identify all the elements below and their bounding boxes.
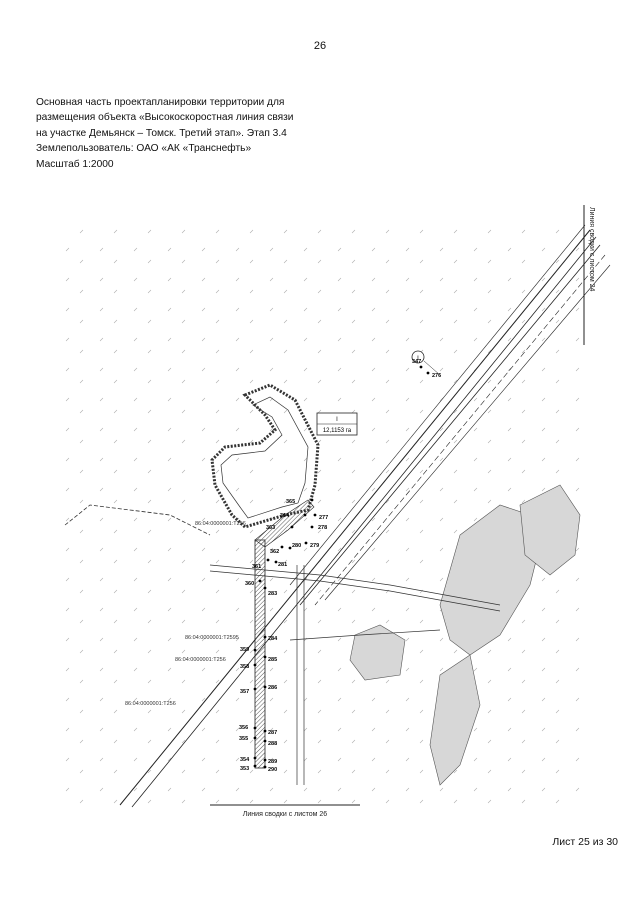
parcel-label: 86:04:0000001:Т256 [125, 701, 176, 707]
header-line: на участке Демьянск – Томск. Третий этап… [36, 127, 287, 139]
zone-area: 12,1153 га [323, 428, 352, 434]
point-label: 283 [268, 591, 277, 597]
parcel-label: 86:04:0000001:Т256 [175, 657, 226, 663]
cable-route [254, 539, 266, 769]
point-label: 288 [268, 741, 277, 747]
site-plan-map: Линия сводки с листом 24 I 12,1153 [60, 205, 611, 818]
point-label: 364 [280, 513, 290, 519]
secondary-road [296, 565, 305, 785]
match-line-bottom-label: Линия сводки с листом 26 [243, 811, 328, 818]
header-line: Землепользователь: ОАО «АК «Транснефть» [36, 143, 252, 155]
callout-label: I [417, 356, 419, 362]
point-label: 353 [240, 766, 249, 772]
point-label: 359 [240, 647, 249, 653]
match-line-top-label: Линия сводки с листом 24 [588, 207, 595, 292]
point-label: 358 [240, 664, 249, 670]
point-label: 357 [240, 689, 249, 695]
zone-label: I [336, 417, 338, 423]
pond [210, 383, 320, 529]
coordinate-points: 347 276 365 277 364 278 363 279 362 280 … [239, 359, 441, 773]
point-label: 286 [268, 685, 277, 691]
point-label: 284 [268, 636, 278, 642]
boundary-left [64, 504, 211, 536]
header-line: размещения объекта «Высокоскоростная лин… [36, 112, 294, 124]
point-label: 356 [239, 725, 248, 731]
structures [349, 484, 581, 786]
point-label: 277 [319, 515, 328, 521]
pipeline-corridor [119, 224, 611, 808]
point-label: 290 [268, 767, 277, 773]
header-line: Основная часть проектапланировки террито… [36, 97, 285, 108]
cross-road [209, 564, 501, 641]
scale-label: Масштаб 1:2000 [36, 158, 114, 170]
parcel-label: 86:04:0000001:Т2595 [185, 635, 239, 641]
point-label: 347 [412, 359, 421, 365]
point-label: 360 [245, 581, 254, 587]
cable-route-bend [254, 499, 315, 548]
point-label: 281 [278, 562, 287, 568]
point-label: 280 [292, 543, 301, 549]
point-label: 354 [240, 757, 250, 763]
point-label: 362 [270, 549, 279, 555]
point-label: 361 [252, 564, 261, 570]
point-label: 365 [286, 499, 295, 505]
point-label: 289 [268, 759, 277, 765]
point-label: 363 [266, 525, 275, 531]
sheet-counter: Лист 25 из 30 [552, 836, 618, 848]
point-label: 278 [318, 525, 327, 531]
document-header: Основная часть проектапланировки террито… [36, 95, 336, 172]
point-label: 355 [239, 736, 248, 742]
callout-marker [411, 350, 425, 364]
point-label: 287 [268, 730, 277, 736]
parcel-label: 86:04:0000001:Т256 [195, 521, 246, 527]
point-label: 285 [268, 657, 277, 663]
point-label: 276 [432, 373, 441, 379]
page-number: 26 [313, 40, 327, 52]
point-label: 279 [310, 543, 319, 549]
